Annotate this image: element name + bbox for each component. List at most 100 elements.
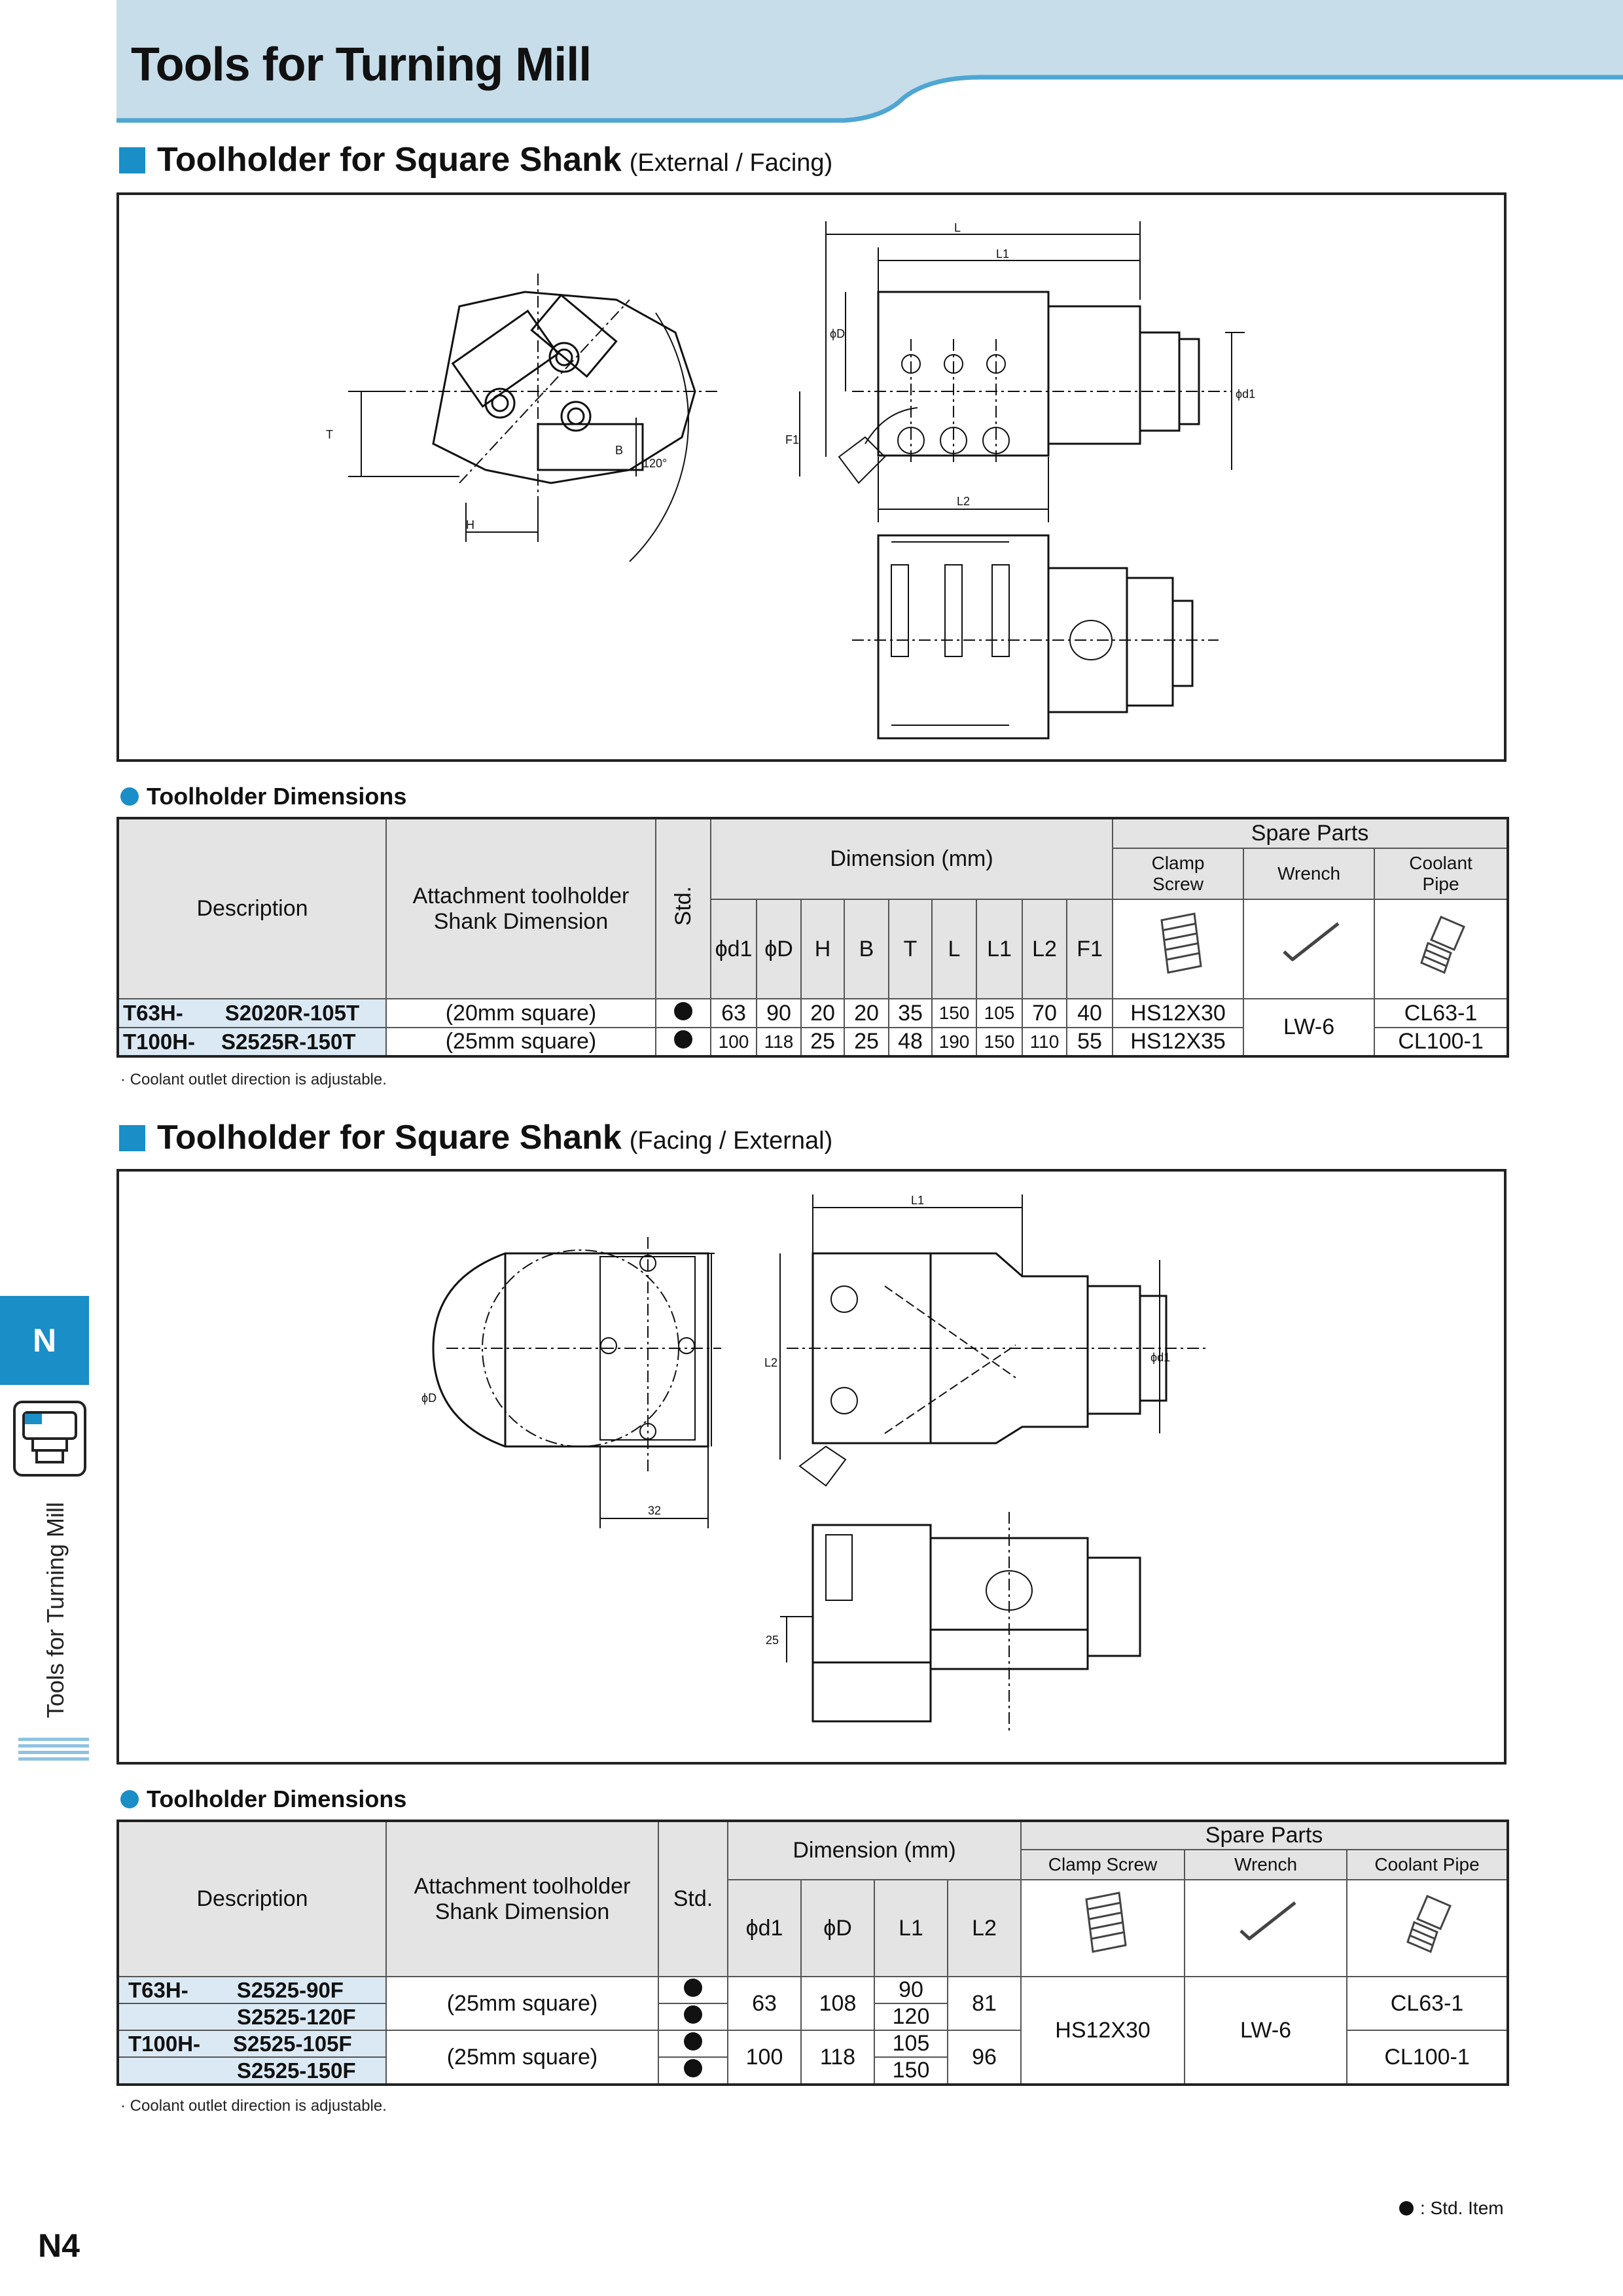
coolant-pipe-image (1346, 1879, 1509, 1977)
section2-row-4: S2525-150F 150 (117, 2056, 1508, 2085)
wrench-icon (1283, 922, 1340, 961)
section1-drawing: T B 120° H L L1 L2 ϕD F1 ϕd1 (116, 192, 1507, 762)
section2-dimensions-table: Description Attachment toolholder Shank … (116, 1820, 1510, 2086)
col-L2: L2 (1022, 899, 1067, 999)
side-stripe (18, 1738, 89, 1741)
cell-L: 150 (931, 998, 977, 1028)
cell-coolant-pipe: CL100-1 (1374, 1027, 1509, 1057)
section2-row-3: T100H-S2525-105F (25mm square) 100 118 1… (117, 2030, 1509, 2085)
clamp-screw-icon (1085, 1891, 1127, 1953)
dim-label-phiD: ϕD (421, 1391, 437, 1405)
std-bullet-icon (1399, 2201, 1414, 2215)
section1-row-1: T63H-S2020R-105T (20mm square) 63 90 20 … (117, 998, 1509, 1057)
cell-T: 48 (888, 1027, 933, 1057)
section1-dimensions-table: Description Attachment toolholder Shank … (116, 817, 1510, 1058)
header-std: Std. (655, 817, 711, 999)
cell-L2: 70 (1022, 998, 1067, 1028)
row-description: T100H-S2525R-150T (117, 1027, 387, 1057)
section2-subtitle: (Facing / External) (629, 1127, 833, 1155)
row-shank: (25mm square) (385, 1027, 656, 1057)
row-std (655, 998, 711, 1028)
cell-wrench: LW-6 (1243, 998, 1376, 1057)
section1-subtitle: (External / Facing) (629, 149, 833, 177)
cell-phiD: 90 (756, 998, 802, 1028)
section-square-icon (119, 1125, 145, 1151)
header-attachment: Attachment toolholder Shank Dimension (385, 817, 656, 999)
col-L1: L1 (874, 1879, 948, 1977)
row-shank: (20mm square) (385, 998, 656, 1028)
cell-coolant-pipe: CL63-1 (1374, 998, 1509, 1028)
col-T: T (888, 899, 933, 999)
dim-label-phid1: ϕd1 (1150, 1351, 1170, 1364)
cell-coolant-pipe: CL100-1 (1346, 2030, 1509, 2085)
cell-L1: 150 (874, 2056, 948, 2085)
wrench-image (1243, 899, 1376, 999)
side-stripe (18, 1751, 89, 1754)
turning-mill-icon (13, 1401, 86, 1477)
cell-L1: 105 (976, 998, 1023, 1028)
cell-phid1: 100 (727, 2030, 802, 2085)
col-phid1: ϕd1 (710, 899, 757, 999)
dim-label-phiD: ϕD (830, 327, 845, 340)
header-spare-parts: Spare Parts (1112, 817, 1509, 849)
row-description: S2525-120F (117, 2003, 387, 2031)
cell-L1: 90 (874, 1976, 948, 2004)
header-dimension: Dimension (mm) (709, 817, 1114, 900)
cell-L: 190 (931, 1027, 977, 1057)
bullet-dot-icon (120, 1790, 139, 1808)
row-description: T63H-S2525-90F (117, 1976, 387, 2004)
row-shank: (25mm square) (385, 1976, 659, 2031)
cell-L1: 120 (874, 2003, 948, 2031)
cell-H: 25 (800, 1027, 845, 1057)
header-dimension: Dimension (mm) (726, 1820, 1022, 1880)
cell-phid1: 63 (710, 998, 757, 1028)
side-label: Tools for Turning Mill (42, 1501, 69, 1719)
cell-clamp-screw: HS12X35 (1112, 1027, 1245, 1057)
row-std (658, 1976, 728, 2004)
cell-phiD: 108 (800, 1976, 875, 2031)
dim-label-angle: 120° (643, 457, 667, 470)
coolant-pipe-icon (1419, 915, 1465, 974)
header-wrench: Wrench (1243, 848, 1376, 900)
cell-L1: 150 (976, 1027, 1023, 1057)
row-std (658, 2003, 728, 2031)
col-L2: L2 (946, 1879, 1022, 1977)
section1-heading: Toolholder for Square Shank (External / … (119, 140, 832, 179)
header-coolant-pipe: Coolant Pipe (1346, 1849, 1509, 1880)
header-description: Description (117, 817, 387, 999)
header-std: Std. (658, 1820, 728, 1977)
toolholder-external-drawing: T B 120° H L L1 L2 ϕD F1 ϕd1 (326, 221, 1255, 740)
col-phid1: ϕd1 (727, 1879, 802, 1977)
cell-T: 35 (888, 998, 933, 1028)
section2-row-1: T63H-S2525-90F (25mm square) 63 108 90 8… (117, 1976, 1509, 2085)
dim-label-phid1: ϕd1 (1236, 387, 1255, 401)
cell-wrench: LW-6 (1184, 1976, 1348, 2085)
cell-F1: 40 (1065, 998, 1114, 1028)
dim-label-25: 25 (766, 1634, 779, 1647)
cell-phid1: 100 (710, 1027, 757, 1057)
wrench-icon (1240, 1901, 1296, 1940)
bullet-dot-icon (120, 787, 139, 806)
header-attachment: Attachment toolholder Shank Dimension (385, 1820, 659, 1977)
row-std (658, 2056, 728, 2085)
dim-label-L1: L1 (911, 1194, 924, 1207)
header-clamp-screw: Clamp Screw (1112, 848, 1245, 900)
page-number: N4 (38, 2227, 80, 2264)
section2-title: Toolholder for Square Shank (157, 1119, 622, 1157)
wrench-image (1184, 1879, 1348, 1977)
toolholder-facing-drawing: ϕD 32 L1 L2 ϕd1 25 (421, 1194, 1205, 1734)
dim-label-L2: L2 (764, 1356, 777, 1369)
cell-coolant-pipe: CL63-1 (1346, 1976, 1509, 2031)
side-tab-n[interactable]: N (0, 1296, 89, 1385)
cell-L2: 81 (946, 1976, 1022, 2031)
row-description: S2525-150F (117, 2056, 387, 2085)
cell-clamp-screw: HS12X30 (1112, 998, 1245, 1028)
section2-heading: Toolholder for Square Shank (Facing / Ex… (119, 1118, 832, 1157)
section2-drawing: ϕD 32 L1 L2 ϕd1 25 (116, 1169, 1507, 1765)
col-phiD: ϕD (800, 1879, 875, 1977)
clamp-screw-icon (1160, 912, 1202, 974)
section1-table-title: Toolholder Dimensions (120, 783, 406, 810)
section2-table-title: Toolholder Dimensions (120, 1785, 406, 1813)
col-F1: F1 (1065, 899, 1114, 999)
dim-label-B: B (615, 444, 623, 457)
